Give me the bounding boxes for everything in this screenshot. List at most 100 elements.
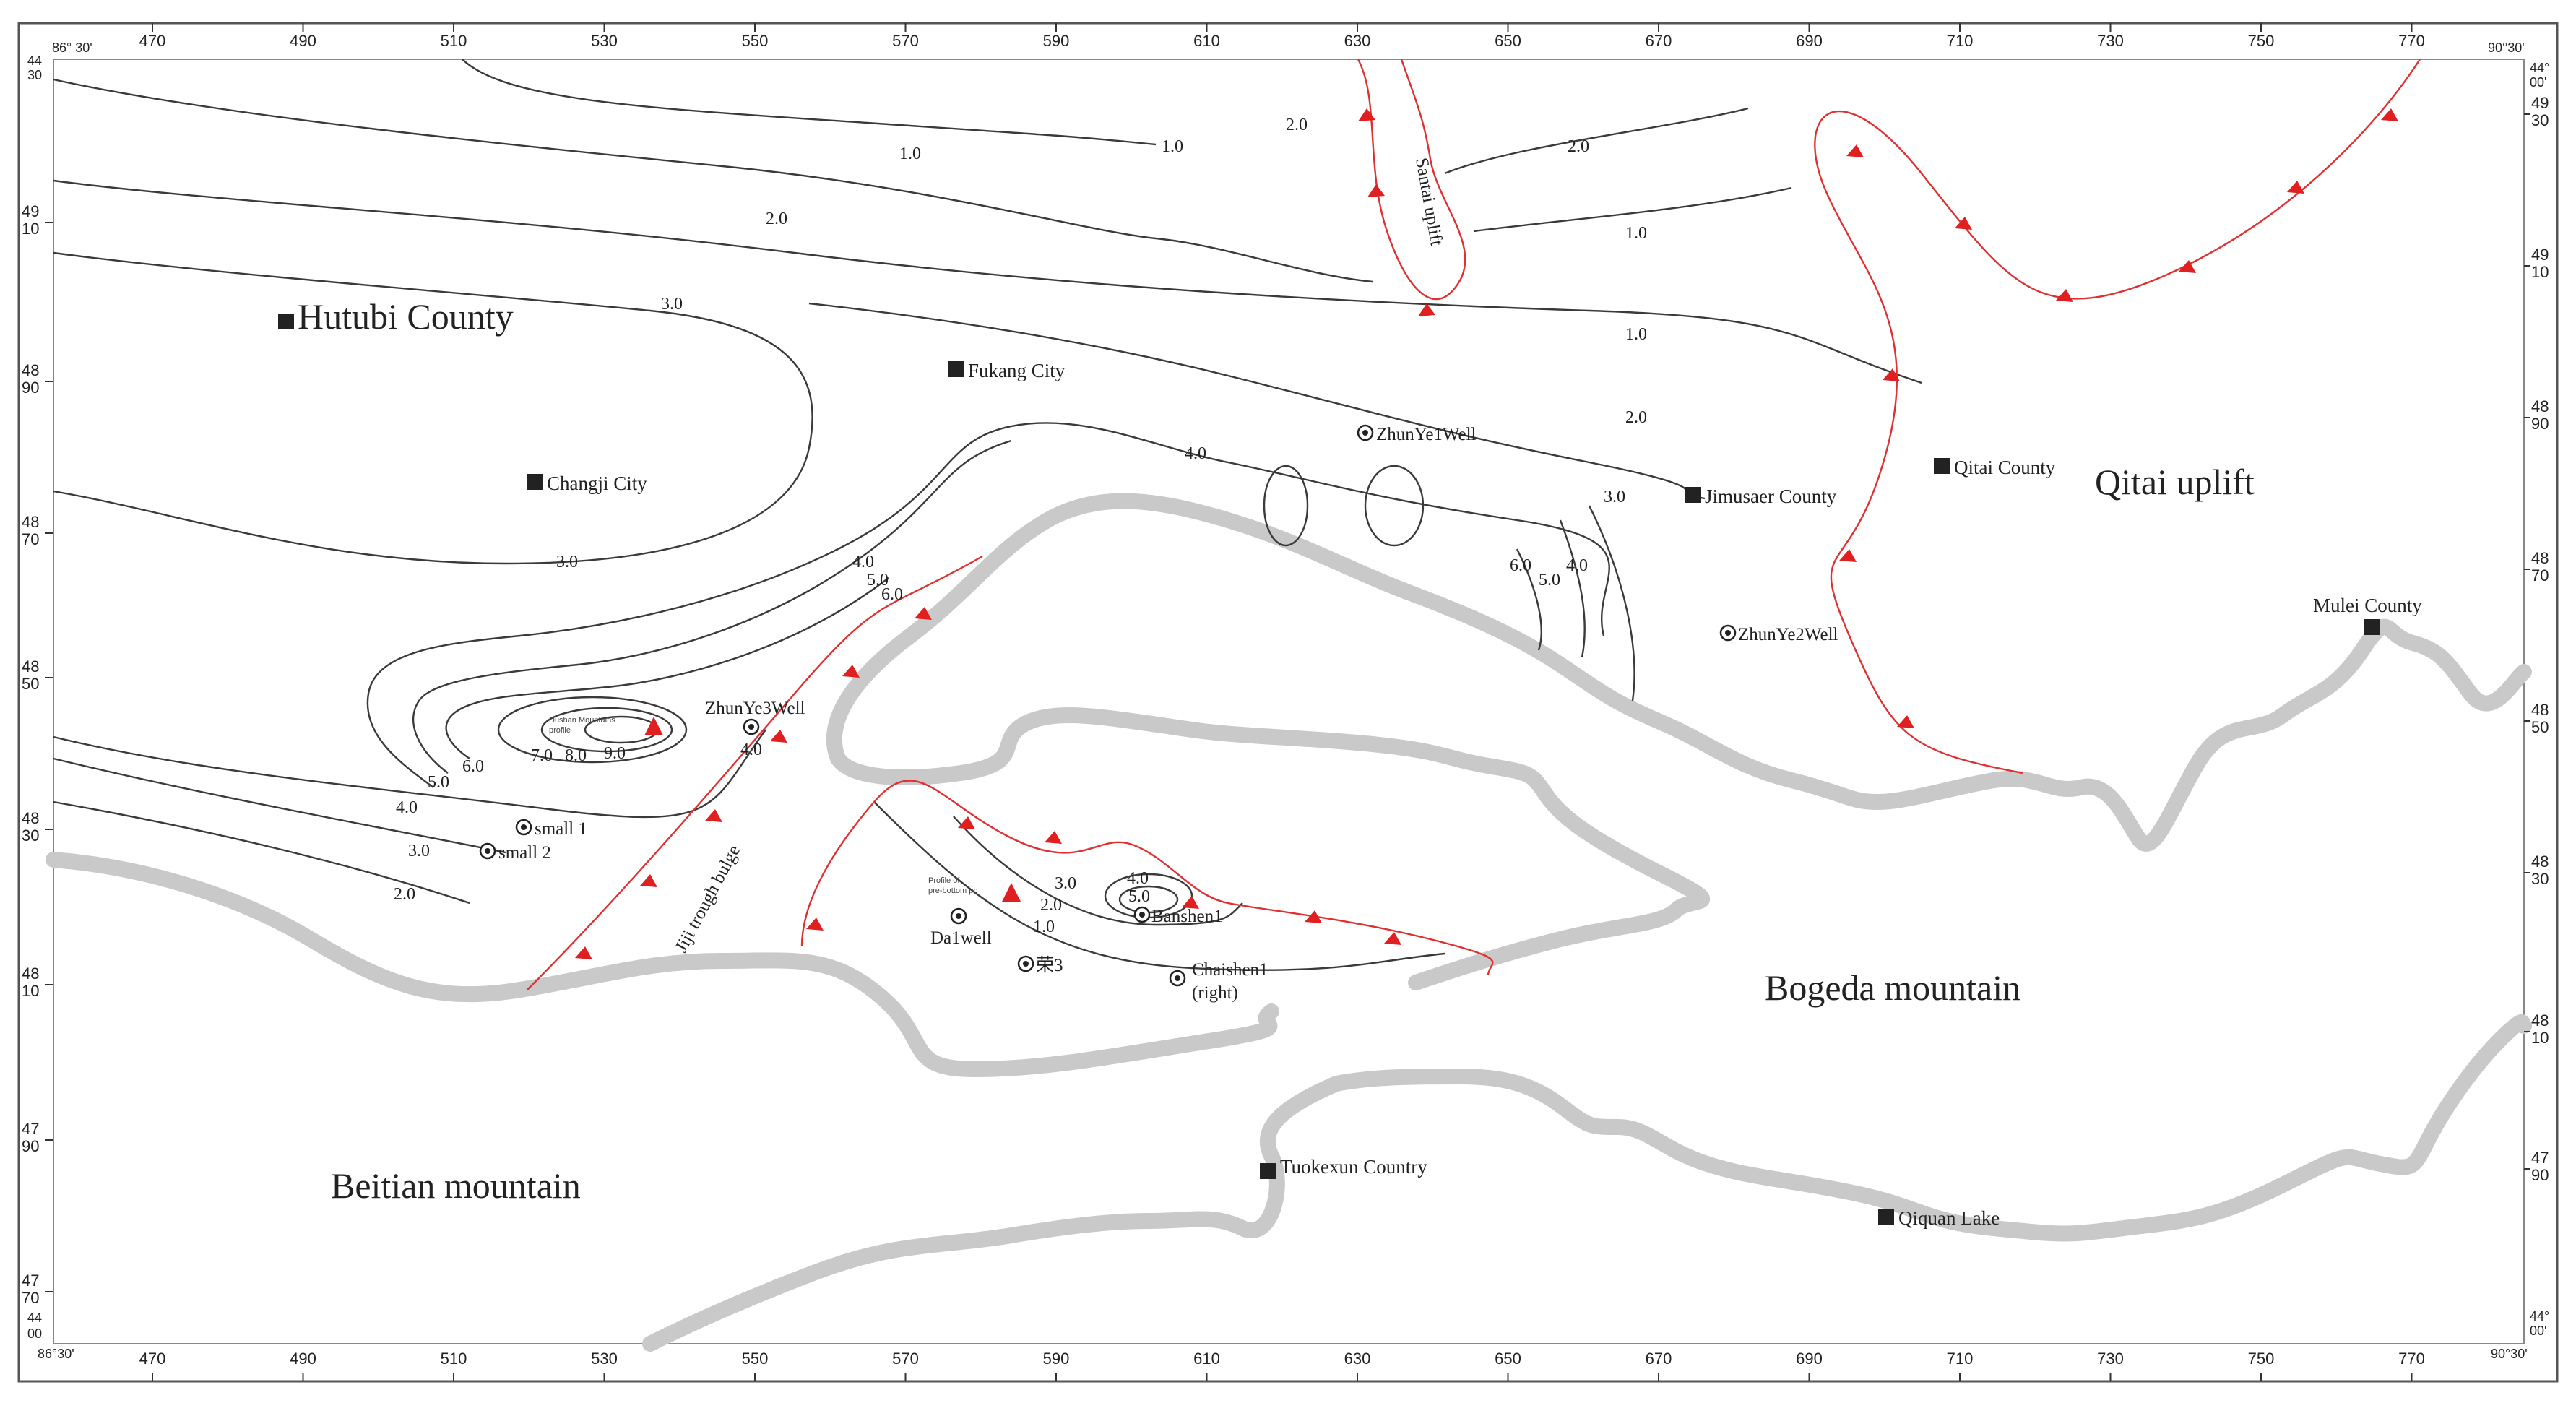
place-label: Qitai County: [1954, 457, 2056, 478]
well-banshen1[interactable]: Banshen1: [1133, 906, 1223, 926]
place-changji[interactable]: Changji City: [527, 472, 647, 494]
axis-tick-label: 610: [1193, 32, 1220, 50]
contour-label: 5.0: [428, 773, 449, 792]
axis-tick-label: 650: [1495, 1350, 1521, 1368]
contour-label: 1.0: [1162, 137, 1183, 156]
place-fukang[interactable]: Fukang City: [948, 360, 1066, 381]
well-zhunye1[interactable]: ZhunYe1Well: [1357, 424, 1477, 444]
corner-bottom-right-lat-b: 00': [2530, 1324, 2546, 1338]
region-beitian-mountain: Beitian mountain: [331, 1165, 581, 1206]
mountain-boundaries: [46, 493, 2532, 1352]
place-marker: [1685, 487, 1701, 503]
contour-4-0-bowl: [366, 422, 1610, 788]
map-frame-outer: [17, 22, 2559, 1383]
corner-top-right-lat-b: 00': [2530, 75, 2546, 90]
axis-tick-label: 550: [742, 32, 769, 50]
faults: [527, 59, 2421, 990]
well-rong3[interactable]: 荣3: [1017, 955, 1063, 975]
axis-tick-label: 10: [2531, 263, 2549, 281]
well-da1[interactable]: Da1well: [930, 907, 992, 948]
axis-tick-label: 710: [1947, 1350, 1974, 1368]
corner-top-left-lon: 86° 30': [52, 40, 92, 55]
well-small1[interactable]: small 1: [515, 819, 587, 839]
place-qiquan-lake[interactable]: Qiquan Lake: [1878, 1207, 2000, 1229]
place-jimusaer[interactable]: Jimusaer County: [1685, 485, 1837, 507]
fault-santai: [1357, 59, 1466, 301]
axis-tick-label: 30: [2531, 111, 2549, 129]
contour-label: 4.0: [396, 798, 418, 817]
well-label: Da1well: [930, 928, 992, 948]
contour-label: 3.0: [1604, 488, 1625, 506]
axis-tick-label: 70: [22, 530, 39, 548]
region-labels: Qitai uplift Bogeda mountain Beitian mou…: [331, 156, 2255, 1206]
well-marker-dot: [1362, 430, 1368, 436]
well-label: ZhunYe3Well: [705, 699, 805, 718]
well-small2[interactable]: small 2: [479, 842, 551, 863]
contour-label: 4.0: [1127, 869, 1149, 888]
wells: ZhunYe1Well ZhunYe2Well ZhunYe3Well smal…: [479, 424, 1838, 1003]
places: Hutubi County Fukang City Changji City J…: [278, 296, 2422, 1229]
contour-lines: [53, 59, 1922, 971]
well-label: ZhunYe2Well: [1738, 625, 1838, 644]
contour-label: 4.0: [1566, 556, 1588, 575]
region-santai-uplift: Santai uplift: [1412, 156, 1446, 247]
contour-7-0-loop: [497, 696, 688, 764]
well-label: small 1: [535, 819, 587, 839]
profile-east-line1: Profile of: [928, 876, 960, 885]
axis-tick-label: 48: [2531, 1011, 2549, 1029]
region-jiji-bulge: Jiji trough bulge: [671, 842, 744, 955]
axis-tick-label: 70: [22, 1289, 39, 1307]
axis-tick-label: 470: [139, 1350, 166, 1368]
axis-tick-label: 630: [1344, 1350, 1371, 1368]
contour-8-0-loop: [540, 707, 673, 753]
axis-tick-label: 610: [1193, 1350, 1220, 1368]
place-hutubi[interactable]: Hutubi County: [278, 296, 514, 337]
profile-marker-west: [644, 717, 663, 735]
contour-label: 6.0: [1510, 556, 1531, 575]
contour-2-0-inner: [953, 816, 1243, 926]
axis-tick-label: 650: [1495, 32, 1521, 50]
well-zhunye3[interactable]: ZhunYe3Well: [705, 699, 805, 735]
contour-jimusaer-6: [1516, 548, 1542, 651]
corner-top-left-lat-b: 30: [27, 68, 42, 82]
contour-label: 6.0: [462, 757, 484, 776]
axis-tick-label: 48: [22, 513, 39, 531]
profile-marker-east: [1002, 883, 1021, 902]
axis-tick-label: 70: [2531, 566, 2549, 584]
well-marker-dot: [485, 848, 490, 854]
well-label: ZhunYe1Well: [1376, 425, 1477, 444]
contour-3-0-west: [53, 251, 813, 565]
contour-jimusaer-4: [1588, 505, 1635, 702]
contour-label: 3.0: [408, 842, 430, 860]
place-label: Hutubi County: [298, 296, 514, 337]
contour-1-0-top: [462, 59, 1157, 146]
place-label: Tuokexun Country: [1280, 1156, 1427, 1178]
contour-1-0-north: [53, 78, 1373, 283]
contour-label: 9.0: [604, 744, 626, 763]
place-tuokexun[interactable]: Tuokexun Country: [1260, 1156, 1427, 1179]
profile-west-line1: Dushan Mountains: [549, 716, 615, 725]
well-note: (right): [1192, 983, 1238, 1003]
contour-labels: 1.0 1.0 1.0 1.0 1.0 2.0 2.0 2.0 2.0 2.0 …: [394, 116, 1647, 936]
axis-tick-label: 50: [22, 675, 39, 693]
place-marker: [1260, 1163, 1276, 1179]
axis-tick-label: 49: [2531, 246, 2549, 264]
contour-4-0-south: [53, 729, 766, 819]
corner-labels: 86° 30' 44 30 90°30' 44° 00' 86°30' 44 0…: [27, 40, 2549, 1361]
axis-tick-label: 10: [22, 220, 39, 238]
well-zhunye2[interactable]: ZhunYe2Well: [1719, 624, 1838, 644]
contour-label: 2.0: [1625, 408, 1647, 427]
contour-label: 8.0: [565, 746, 587, 765]
axis-tick-label: 48: [2531, 549, 2549, 567]
axis-tick-label: 49: [22, 202, 39, 220]
well-label: small 2: [498, 843, 551, 863]
well-chaishen1[interactable]: Chaishen1 (right): [1169, 960, 1268, 1003]
contour-label: 3.0: [661, 295, 683, 314]
place-mulei[interactable]: Mulei County: [2313, 595, 2422, 635]
axis-tick-label: 50: [2531, 718, 2549, 736]
place-qitai-county[interactable]: Qitai County: [1934, 457, 2056, 478]
contour-label: 2.0: [394, 885, 415, 904]
